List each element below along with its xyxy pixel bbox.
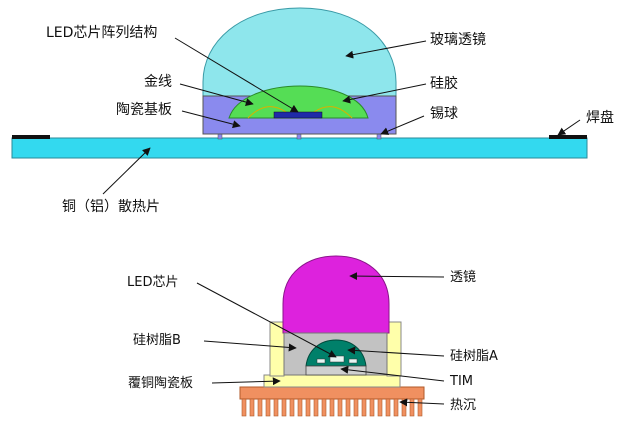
label-heat-sink-bottom: 热沉 — [450, 398, 476, 413]
top-heat-sink-plate — [11, 137, 588, 159]
label-ceramic-substrate: 陶瓷基板 — [116, 101, 172, 118]
heat-sink-fin — [369, 398, 375, 417]
heat-sink-fin — [289, 398, 295, 417]
arrow-gold-wire — [179, 83, 254, 106]
bottom-chip-pad — [348, 358, 358, 364]
heat-sink-fin — [265, 398, 271, 417]
heat-sink-fin — [329, 398, 335, 417]
bottom-chip-pad — [316, 358, 326, 364]
label-silicone-resin-b: 硅树脂B — [133, 333, 181, 348]
bottom-tim — [305, 365, 367, 376]
label-tim: TIM — [449, 374, 473, 389]
label-lens: 透镜 — [450, 270, 476, 285]
label-solder-ball: 锡球 — [430, 106, 458, 122]
arrow-solder-ball — [380, 115, 425, 135]
heat-sink-fin — [257, 398, 263, 417]
top-gold-wire — [247, 106, 287, 119]
label-gold-wire: 金线 — [144, 74, 172, 90]
bottom-lens — [282, 255, 390, 334]
top-glass-lens — [202, 7, 397, 97]
heat-sink-fin — [305, 398, 311, 417]
heat-sink-fin — [345, 398, 351, 417]
heat-sink-fin — [273, 398, 279, 417]
arrow-lens — [349, 272, 445, 281]
heat-sink-fin — [281, 398, 287, 417]
heat-sink-fin — [361, 398, 367, 417]
bottom-heat-sink — [239, 386, 425, 417]
arrow-solder-pad — [557, 119, 581, 136]
heat-sink-fin — [393, 398, 399, 417]
arrow-heat-sink — [102, 147, 151, 195]
heat-sink-fin — [241, 398, 247, 417]
top-silicone — [228, 85, 369, 119]
arrow-tim — [340, 365, 445, 382]
arrow-silicone-resin-b — [203, 340, 297, 352]
top-led-chip — [273, 111, 323, 119]
heat-sink-fin — [337, 398, 343, 417]
arrow-led-chip-array — [174, 37, 299, 113]
arrow-led-chip — [196, 282, 337, 358]
bottom-copper-ceramic-board — [263, 374, 401, 388]
arrow-silicone-resin-a — [347, 346, 445, 357]
top-diagram: LED芯片阵列结构 玻璃透镜 金线 硅胶 陶瓷基板 锡球 焊盘 铜（铝）散热片 — [11, 7, 614, 215]
top-solder-pad-left — [12, 135, 50, 139]
label-copper-ceramic-board: 覆铜陶瓷板 — [128, 375, 193, 391]
heat-sink-fin — [353, 398, 359, 417]
label-heat-sink: 铜（铝）散热片 — [62, 199, 160, 215]
arrow-heat-sink-bottom — [399, 398, 445, 407]
heat-sink-fin — [377, 398, 383, 417]
top-solder-pad-right — [549, 135, 587, 139]
label-led-chip-array: LED芯片阵列结构 — [46, 25, 157, 41]
bottom-frame-left-wall — [269, 321, 285, 377]
heat-sink-fin — [417, 398, 423, 417]
arrow-copper-ceramic-board — [211, 377, 281, 386]
heat-sink-fin — [385, 398, 391, 417]
heat-sink-fin — [297, 398, 303, 417]
heat-sink-fin — [313, 398, 319, 417]
top-gold-wire — [313, 106, 353, 119]
heat-sink-fin — [249, 398, 255, 417]
arrow-silicone — [342, 83, 427, 104]
label-silicone-resin-a: 硅树脂A — [450, 349, 498, 364]
heat-sink-fin — [321, 398, 327, 417]
bottom-led-chip — [329, 355, 345, 363]
arrow-ceramic-substrate — [181, 110, 241, 129]
label-glass-lens: 玻璃透镜 — [430, 31, 486, 48]
heat-sink-fin — [401, 398, 407, 417]
label-solder-pad: 焊盘 — [586, 109, 614, 126]
heat-sink-fin — [409, 398, 415, 417]
label-led-chip: LED芯片 — [127, 275, 178, 290]
bottom-diagram: LED芯片 透镜 硅树脂B 硅树脂A 覆铜陶瓷板 TIM 热沉 — [127, 255, 498, 417]
arrow-glass-lens — [345, 40, 427, 59]
label-silicone: 硅胶 — [430, 75, 458, 92]
